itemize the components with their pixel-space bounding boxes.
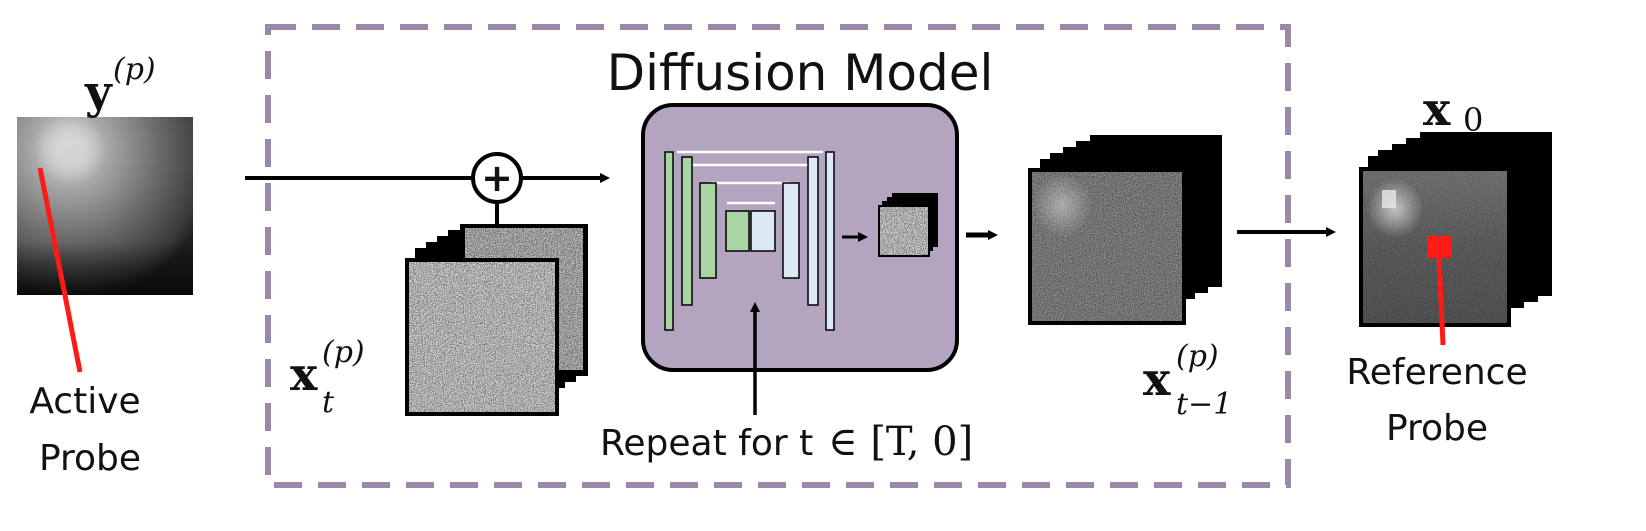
svg-text:(p): (p) xyxy=(1176,339,1219,374)
reference-probe-label-line1: Reference xyxy=(1346,352,1527,393)
reference-probe-label-line2: Probe xyxy=(1386,408,1488,449)
svg-text:t: t xyxy=(322,385,335,420)
active-probe-label-line1: Active xyxy=(29,381,140,422)
reference-image-stack xyxy=(1359,132,1552,327)
predicted-noise-stack xyxy=(878,193,938,257)
svg-text:Repeat for t: Repeat for t xyxy=(600,423,813,464)
x-0-label: x 0 xyxy=(1423,82,1483,139)
repeat-label: Repeat for t ∈ [T, 0] xyxy=(600,419,973,465)
reference-probe-line xyxy=(1436,255,1446,346)
svg-text:y: y xyxy=(84,65,113,119)
svg-text:(p): (p) xyxy=(322,335,365,370)
active-probe-label-line2: Probe xyxy=(39,438,141,479)
reference-probe-marker xyxy=(1427,236,1452,258)
svg-text:+: + xyxy=(481,156,513,200)
svg-text:0: 0 xyxy=(1463,101,1483,139)
svg-text:x: x xyxy=(1423,82,1451,136)
svg-text:∈ [T, 0]: ∈ [T, 0] xyxy=(828,419,973,465)
unet-architecture xyxy=(664,150,835,331)
svg-text:x: x xyxy=(290,347,318,401)
y-p-label: y (p) xyxy=(84,52,156,119)
svg-text:(p): (p) xyxy=(113,52,156,87)
input-depth-image xyxy=(17,117,193,295)
svg-text:t−1: t−1 xyxy=(1176,387,1232,422)
noise-image-stack xyxy=(405,224,588,416)
svg-text:x: x xyxy=(1143,352,1171,406)
model-box xyxy=(641,103,959,372)
active-probe-marker xyxy=(37,167,83,373)
denoised-image-stack xyxy=(1028,135,1222,325)
x-t-minus-1-p-label: x t−1 (p) xyxy=(1143,339,1232,422)
x-t-p-label: x t (p) xyxy=(290,335,365,420)
diffusion-model-border xyxy=(265,24,1291,488)
diffusion-model-title: Diffusion Model xyxy=(607,44,994,102)
plus-icon: + xyxy=(471,152,523,204)
